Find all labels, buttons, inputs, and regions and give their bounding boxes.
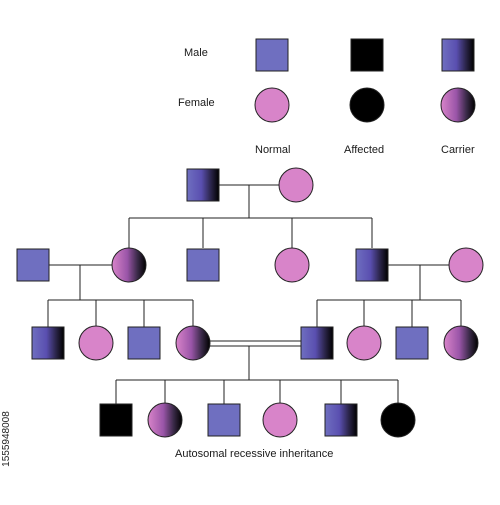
g2-daughter-symbol	[111, 247, 147, 283]
g3-left-son-symbol	[127, 326, 161, 360]
g2-wife-right-symbol	[448, 247, 484, 283]
g3-left-daughter-symbol	[78, 325, 114, 361]
g3-left-son-carrier-symbol	[31, 326, 65, 360]
g4-son-affected-symbol	[99, 403, 133, 437]
g3-right-son-carrier-symbol	[300, 326, 334, 360]
legend-female-label: Female	[178, 97, 215, 109]
legend-male-affected-symbol	[350, 38, 384, 72]
pedigree-symbols	[16, 38, 484, 438]
g2-son-carrier-symbol	[355, 248, 389, 282]
g4-son-carrier-symbol	[324, 403, 358, 437]
legend-female-affected-symbol	[349, 87, 385, 123]
g4-daughter-normal-symbol	[262, 402, 298, 438]
g1-mother-symbol	[278, 167, 314, 203]
g2-husband-left-symbol	[16, 248, 50, 282]
side-id-text: 1555948008	[1, 411, 12, 467]
legend-normal-label: Normal	[255, 144, 291, 156]
g3-right-daughter-carrier-symbol	[443, 325, 479, 361]
g1-father-symbol	[186, 168, 220, 202]
g4-son-normal-symbol	[207, 403, 241, 437]
g2-daughter-2-symbol	[274, 247, 310, 283]
g3-left-daughter-carrier-symbol	[175, 325, 211, 361]
g3-right-son-symbol	[395, 326, 429, 360]
pedigree-lines	[47, 184, 462, 404]
g3-right-daughter-symbol	[346, 325, 382, 361]
legend-female-normal-symbol	[254, 87, 290, 123]
g4-daughter-carrier-symbol	[147, 402, 183, 438]
legend-female-carrier-symbol	[440, 87, 476, 123]
legend-male-carrier-symbol	[441, 38, 475, 72]
legend-affected-label: Affected	[344, 144, 385, 156]
legend-carrier-label: Carrier	[441, 144, 475, 156]
diagram-caption: Autosomal recessive inheritance	[175, 448, 334, 460]
g4-daughter-affected-symbol	[380, 402, 416, 438]
legend-male-label: Male	[184, 47, 208, 59]
legend-male-normal-symbol	[255, 38, 289, 72]
g2-son-symbol	[186, 248, 220, 282]
